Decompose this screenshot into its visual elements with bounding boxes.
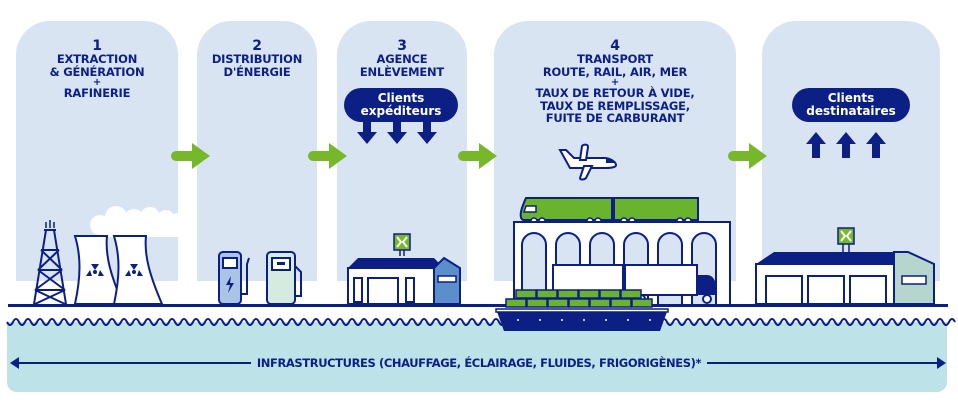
smoke-cloud-icon [90, 206, 186, 237]
step-4-extra-2: TAUX DE REMPLISSAGE, [540, 98, 690, 113]
step-4-plus: + [610, 77, 620, 88]
radiation-icon [86, 264, 143, 276]
cooling-tower-icon [73, 235, 164, 305]
step-2-panel: 2 DISTRIBUTION D'ÉNERGIE [197, 21, 317, 281]
ground-line [8, 304, 948, 307]
pill-destinataires-line-1: Clients [827, 91, 875, 105]
warehouse-icon [347, 233, 461, 305]
arrow-right-icon [458, 143, 497, 169]
step-4-line-2: ROUTE, RAIL, AIR, MER [542, 64, 688, 79]
step-2-line-1: DISTRIBUTION [211, 52, 303, 66]
clients-expediteurs-pill: Clients expéditeurs [344, 88, 458, 122]
step-4-extra-3: FUITE DE CARBURANT [545, 111, 685, 125]
oil-derrick-icon [33, 220, 67, 305]
step-1-plus: + [92, 77, 102, 88]
step-3-text: 3 AGENCE ENLÈVEMENT [337, 39, 467, 78]
ev-charger-icon [218, 251, 250, 305]
arrow-right-icon [171, 143, 210, 169]
arrow-up-icon [806, 132, 886, 158]
step-3-line-1: AGENCE [376, 52, 428, 66]
fuel-pump-icon [266, 251, 302, 305]
step-1-line-1: EXTRACTION [56, 52, 138, 66]
clients-destinataires-pill: Clients destinataires [792, 88, 910, 122]
step-3-number: 3 [397, 38, 407, 54]
warehouse-icon [755, 227, 935, 305]
pill-expediteurs-line-1: Clients [377, 91, 425, 105]
infrastructure-label-wrap: INFRASTRUCTURES (CHAUFFAGE, ÉCLAIRAGE, F… [0, 356, 958, 370]
train-icon [519, 197, 699, 225]
step-1-extra-1: RAFINERIE [63, 86, 131, 100]
water-waves [6, 318, 956, 326]
arrow-right-icon [728, 143, 767, 169]
step-3-panel: 3 AGENCE ENLÈVEMENT [337, 21, 467, 281]
step-2-number: 2 [252, 38, 262, 54]
step-1-text: 1 EXTRACTION & GÉNÉRATION + RAFINERIE [16, 39, 178, 100]
step-4-text: 4 TRANSPORT ROUTE, RAIL, AIR, MER + TAUX… [494, 39, 736, 125]
step-2-text: 2 DISTRIBUTION D'ÉNERGIE [197, 39, 317, 78]
airplane-icon [558, 143, 618, 181]
step-1-line-2: & GÉNÉRATION [49, 64, 145, 79]
cargo-ship-icon [495, 289, 669, 331]
step-2-line-2: D'ÉNERGIE [223, 64, 291, 79]
arrow-down-icon [357, 120, 437, 144]
step-1-number: 1 [92, 38, 102, 54]
arrow-right-icon [308, 143, 347, 169]
arrow-down-icon [387, 120, 407, 144]
pill-destinataires-line-2: destinataires [806, 104, 896, 118]
arrow-down-icon [357, 120, 377, 144]
arrow-down-icon [417, 120, 437, 144]
step-4-line-1: TRANSPORT [576, 52, 654, 66]
step-4-extra-1: TAUX DE RETOUR À VIDE, [535, 86, 695, 100]
infrastructure-label: INFRASTRUCTURES (CHAUFFAGE, ÉCLAIRAGE, F… [250, 356, 708, 370]
pill-expediteurs-line-2: expéditeurs [360, 104, 442, 118]
step-3-line-2: ENLÈVEMENT [359, 64, 445, 79]
step-4-number: 4 [610, 38, 620, 54]
